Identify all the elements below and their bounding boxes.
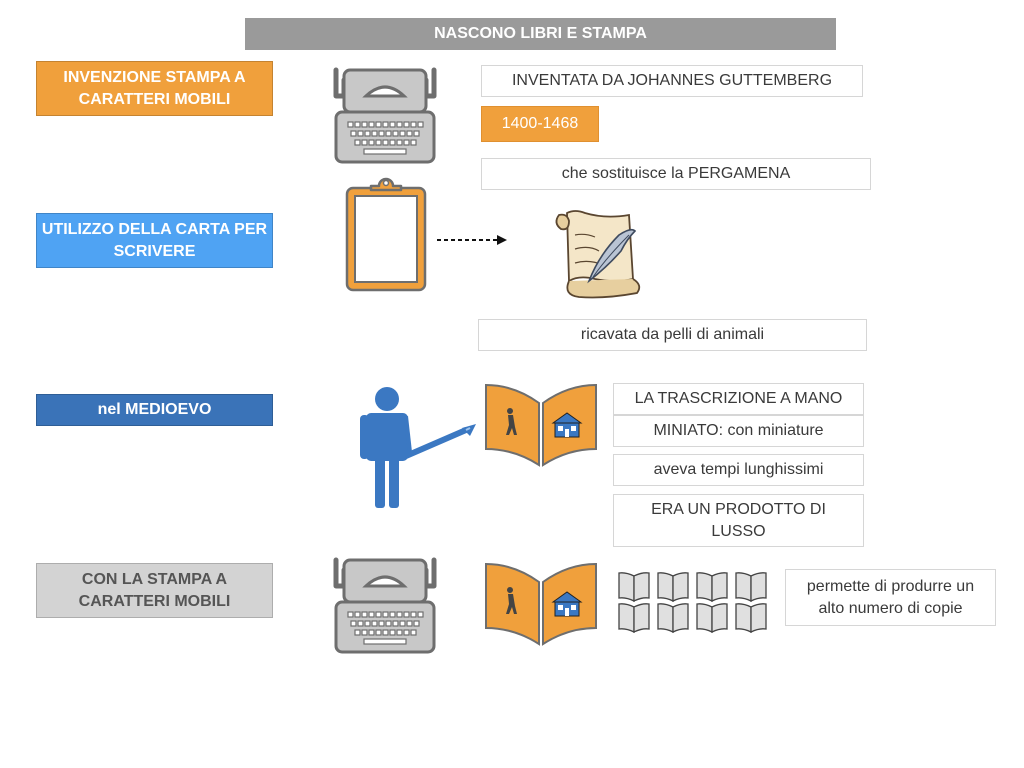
open-book-icon [485, 383, 597, 467]
box-invenzione-stampa: INVENZIONE STAMPA A CARATTERI MOBILI [36, 61, 273, 116]
box-con-la-stampa: CON LA STAMPA A CARATTERI MOBILI [36, 563, 273, 618]
open-book-icon [485, 562, 597, 646]
info-tempi: aveva tempi lunghissimi [613, 454, 864, 486]
typewriter-icon [333, 557, 437, 654]
page-title: NASCONO LIBRI E STAMPA [245, 18, 836, 50]
info-trascrizione: LA TRASCRIZIONE A MANO [613, 383, 864, 415]
info-date-badge: 1400-1468 [481, 106, 599, 142]
info-pelli-animali: ricavata da pelli di animali [478, 319, 867, 351]
typewriter-icon [333, 67, 437, 164]
info-miniato: MINIATO: con miniature [613, 415, 864, 447]
book-stack-icon [618, 572, 767, 633]
info-lusso: ERA UN PRODOTTO DI LUSSO [613, 494, 864, 547]
info-copie: permette di produrre un alto numero di c… [785, 569, 996, 626]
box-utilizzo-carta: UTILIZZO DELLA CARTA PER SCRIVERE [36, 213, 273, 268]
dashed-arrow-icon [437, 235, 507, 245]
info-gutenberg: INVENTATA DA JOHANNES GUTTEMBERG [481, 65, 863, 97]
info-pergamena: che sostituisce la PERGAMENA [481, 158, 871, 190]
box-medioevo: nel MEDIOEVO [36, 394, 273, 426]
parchment-quill-icon [555, 210, 641, 299]
person-pointer-icon [360, 387, 476, 508]
clipboard-icon [345, 177, 427, 292]
